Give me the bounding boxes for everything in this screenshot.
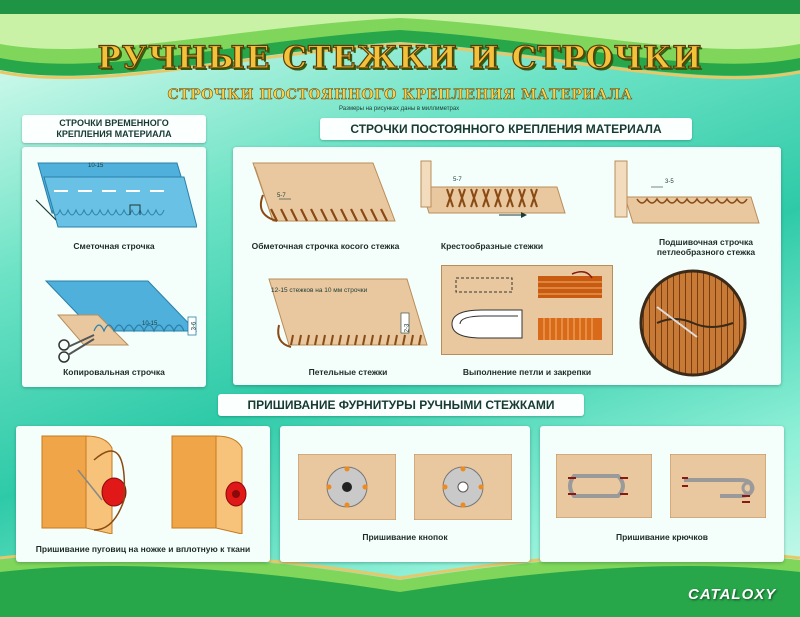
watermark-logo: CATALOXY xyxy=(688,586,777,603)
flat-button-figure xyxy=(171,435,247,534)
temporary-panel: 10-15 Сметочная строчка 10-15 3-6 Копиро… xyxy=(22,147,206,387)
tailor-tack-figure xyxy=(44,280,198,363)
top-frame-band xyxy=(0,0,800,80)
bartack-caption: Выполнение петли и закрепки xyxy=(462,367,592,377)
temporary-heading: СТРОЧКИ ВРЕМЕННОГО КРЕПЛЕНИЯ МАТЕРИАЛА xyxy=(22,115,206,143)
snaps-caption: Пришивание кнопок xyxy=(362,532,448,542)
permanent-panel: 5-7 Обметочная строчка косого стежка 5-7… xyxy=(233,147,781,385)
hooks-caption: Пришивание крючков xyxy=(615,532,708,542)
cross-stitch-figure xyxy=(420,160,566,218)
snaps-panel: Пришивание кнопок xyxy=(280,426,530,562)
overcast-dim-label: 5-7 xyxy=(277,193,286,199)
buttonhole-caption: Петельные стежки xyxy=(308,367,388,377)
basting-dim-label: 10-15 xyxy=(88,163,104,169)
eye-figure xyxy=(670,454,766,518)
buttonhole-stitch-figure xyxy=(268,278,428,348)
basting-caption: Сметочная строчка xyxy=(73,241,155,251)
bartack-figure xyxy=(441,265,613,355)
cross-stitch-dim-label: 5-7 xyxy=(453,177,462,183)
cross-stitch-caption: Крестообразные стежки xyxy=(440,241,544,251)
snap-female-figure xyxy=(414,454,512,520)
tailor-tack-dim-label: 10-15 xyxy=(142,321,158,327)
buttons-caption: Пришивание пуговиц на ножке и вплотную к… xyxy=(35,544,251,554)
snap-male-figure xyxy=(298,454,396,520)
page-title: РУЧНЫЕ СТЕЖКИ И СТРОЧКИ xyxy=(97,39,703,76)
hem-stitch-figure xyxy=(614,160,760,224)
hooks-panel: Пришивание крючков xyxy=(540,426,784,562)
hem-caption: Подшивочная строчка петлеобразного стежк… xyxy=(656,237,756,257)
buttons-panel: Пришивание пуговиц на ножке и вплотную к… xyxy=(16,426,270,562)
magnified-stitch-figure xyxy=(639,269,747,377)
basting-stitch-figure xyxy=(35,162,197,228)
overcast-stitch-figure xyxy=(252,162,396,222)
size-note: Размеры на рисунках даны в миллиметрах xyxy=(339,106,460,112)
overcast-caption: Обметочная строчка косого стежка xyxy=(251,241,400,251)
shank-button-figure xyxy=(41,435,127,534)
permanent-heading: СТРОЧКИ ПОСТОЯННОГО КРЕПЛЕНИЯ МАТЕРИАЛА xyxy=(320,118,692,140)
page-subtitle: СТРОЧКИ ПОСТОЯННОГО КРЕПЛЕНИЯ МАТЕРИАЛА xyxy=(167,87,633,104)
tailor-tack-caption: Копировальная строчка xyxy=(63,367,165,377)
hook-figure xyxy=(556,454,652,518)
buttonhole-note: 12-15 стежков на 10 мм строчки xyxy=(271,287,368,294)
hem-dim-label: 3-5 xyxy=(665,179,674,185)
fittings-heading: ПРИШИВАНИЕ ФУРНИТУРЫ РУЧНЫМИ СТЕЖКАМИ xyxy=(218,394,584,416)
buttonhole-dim-label: 2-3 xyxy=(404,323,411,333)
tailor-tack-dim2-label: 3-6 xyxy=(191,321,198,331)
